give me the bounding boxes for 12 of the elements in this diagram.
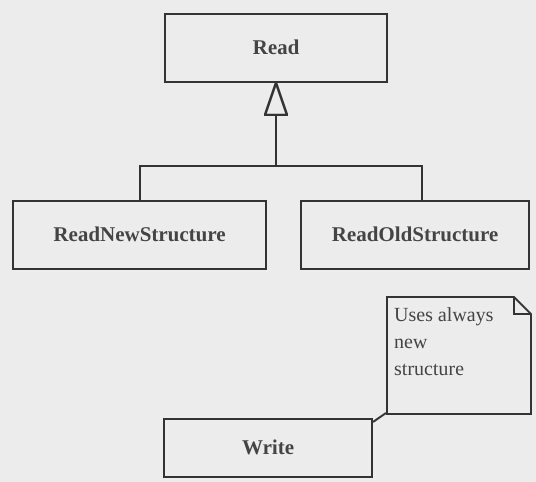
class-name: ReadOldStructure bbox=[332, 221, 498, 248]
inheritance-arrow bbox=[264, 82, 423, 200]
class-box bbox=[164, 13, 388, 83]
class-name: ReadNewStructure bbox=[53, 221, 226, 248]
class-box bbox=[163, 418, 373, 478]
class-box bbox=[12, 200, 267, 270]
class-name: Write bbox=[242, 434, 294, 462]
class-name: Read bbox=[252, 34, 300, 62]
note-text: Uses always new structure bbox=[394, 303, 494, 382]
class-box bbox=[300, 200, 530, 270]
note-box bbox=[386, 296, 532, 415]
connector-line bbox=[372, 412, 387, 423]
